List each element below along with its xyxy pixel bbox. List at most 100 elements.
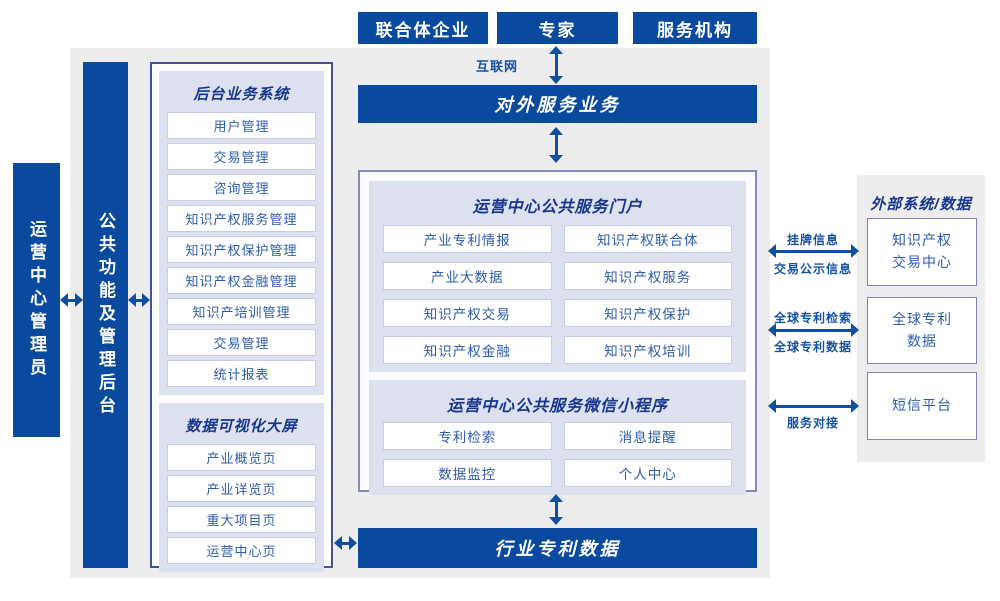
arrow-head-right — [349, 536, 357, 550]
arrow-head-right — [851, 323, 859, 337]
external-box-line: 短信平台 — [892, 397, 952, 414]
arrow-line — [339, 541, 352, 545]
actor-label: 专家 — [538, 20, 577, 40]
backend-item: 知识产权保护管理 — [167, 236, 316, 263]
arrow-head-right — [851, 244, 859, 258]
bar-label: 对外服务业务 — [494, 95, 621, 115]
portal-item: 知识产权交易 — [383, 299, 552, 327]
backend-item: 用户管理 — [167, 112, 316, 139]
miniprogram-item: 专利检索 — [383, 422, 552, 450]
industry-patent-data-bar: 行业专利数据 — [358, 528, 757, 568]
arrow-head-right — [851, 399, 859, 413]
backend-item: 交易管理 — [167, 143, 316, 170]
miniprogram-item: 个人中心 — [563, 459, 732, 487]
arrow-backend-to-panel — [128, 293, 150, 307]
external-box-line: 全球专利 — [892, 310, 952, 327]
portal-item: 知识产权金融 — [383, 336, 552, 364]
arrow-line — [65, 298, 78, 302]
external-systems-title: 外部系统/数据 — [870, 196, 972, 213]
bar-label: 运营中心管理员 — [27, 219, 46, 381]
actor-box-consortium: 联合体企业 — [358, 12, 488, 44]
arrow-internet — [549, 46, 563, 84]
data-viz-item: 重大项目页 — [167, 506, 316, 533]
miniprogram-item: 数据监控 — [383, 459, 552, 487]
arrow-head-down — [549, 76, 563, 84]
arrow-line — [554, 499, 558, 520]
arrow-head-up — [549, 494, 563, 502]
arrow-external-to-portal — [549, 127, 563, 163]
operation-admin-bar: 运营中心管理员 — [13, 163, 60, 437]
miniprogram-item: 消息提醒 — [563, 422, 732, 450]
arrow-head-left — [128, 293, 136, 307]
global-patent-search-label: 全球专利检索 — [773, 311, 852, 325]
global-patent-data-label: 全球专利数据 — [773, 340, 852, 354]
arrow-line — [554, 51, 558, 79]
arrow-head-left — [60, 293, 68, 307]
backend-system-title: 后台业务系统 — [193, 86, 290, 103]
arrow-line — [133, 298, 145, 302]
portal-panel: 运营中心公共服务门户 产业专利情报 知识产权联合体 产业大数据 知识产权服务 知… — [369, 181, 746, 372]
miniprogram-items: 专利检索 消息提醒 数据监控 个人中心 — [377, 422, 738, 487]
backend-item: 咨询管理 — [167, 174, 316, 201]
left-container: 后台业务系统 用户管理 交易管理 咨询管理 知识产权服务管理 知识产权保护管理 … — [150, 62, 333, 572]
portal-item: 知识产权保护 — [563, 299, 732, 327]
external-box-ip-trade-center: 知识产权 交易中心 — [867, 218, 977, 286]
actor-box-service-org: 服务机构 — [633, 12, 757, 44]
data-viz-item: 运营中心页 — [167, 537, 316, 564]
trade-publicity-label: 交易公示信息 — [773, 262, 852, 276]
portal-title: 运营中心公共服务门户 — [472, 199, 643, 216]
arrow-line — [773, 249, 854, 253]
arrow-head-left — [334, 536, 342, 550]
public-backend-bar: 公共功能及管理后台 — [83, 62, 128, 568]
arrow-service-connect — [768, 399, 859, 413]
arrow-head-down — [549, 155, 563, 163]
portal-item: 知识产权联合体 — [563, 225, 732, 253]
backend-item: 统计报表 — [167, 360, 316, 387]
actor-box-expert: 专家 — [497, 12, 618, 44]
arrow-dataviz-to-industry — [334, 536, 357, 550]
arrow-head-right — [75, 293, 83, 307]
portal-item: 知识产权培训 — [563, 336, 732, 364]
portal-item: 产业专利情报 — [383, 225, 552, 253]
data-viz-panel: 数据可视化大屏 产业概览页 产业详览页 重大项目页 运营中心页 — [159, 403, 324, 572]
bar-label: 行业专利数据 — [494, 539, 621, 559]
backend-system-items: 用户管理 交易管理 咨询管理 知识产权服务管理 知识产权保护管理 知识产权金融管… — [167, 112, 316, 387]
data-viz-item: 产业详览页 — [167, 475, 316, 502]
arrow-line — [773, 404, 854, 408]
external-box-line: 数据 — [907, 332, 937, 349]
actor-label: 服务机构 — [657, 20, 733, 40]
arrow-head-up — [549, 127, 563, 135]
arrow-listing — [768, 244, 859, 258]
portal-item: 产业大数据 — [383, 262, 552, 290]
backend-system-panel: 后台业务系统 用户管理 交易管理 咨询管理 知识产权服务管理 知识产权保护管理 … — [159, 71, 324, 395]
arrow-head-down — [549, 517, 563, 525]
arrow-portal-to-industry — [549, 494, 563, 525]
portal-item: 知识产权服务 — [563, 262, 732, 290]
backend-item: 知识产培训管理 — [167, 298, 316, 325]
internet-label: 互联网 — [475, 59, 518, 74]
arrow-global-patent — [768, 323, 859, 337]
actor-label: 联合体企业 — [375, 20, 471, 40]
data-viz-item: 产业概览页 — [167, 444, 316, 471]
arrow-head-left — [768, 323, 776, 337]
external-box-sms-platform: 短信平台 — [867, 372, 977, 440]
backend-item: 知识产权金融管理 — [167, 267, 316, 294]
arrow-head-left — [768, 399, 776, 413]
miniprogram-title: 运营中心公共服务微信小程序 — [446, 398, 668, 415]
center-container: 运营中心公共服务门户 产业专利情报 知识产权联合体 产业大数据 知识产权服务 知… — [358, 170, 757, 495]
arrow-line — [554, 132, 558, 158]
arrow-head-up — [549, 46, 563, 54]
listing-info-label: 挂牌信息 — [786, 233, 839, 247]
backend-item: 知识产权服务管理 — [167, 205, 316, 232]
data-viz-items: 产业概览页 产业详览页 重大项目页 运营中心页 — [167, 444, 316, 564]
external-box-line: 交易中心 — [892, 254, 952, 270]
arrow-head-right — [142, 293, 150, 307]
miniprogram-panel: 运营中心公共服务微信小程序 专利检索 消息提醒 数据监控 个人中心 — [369, 380, 746, 495]
service-connect-label: 服务对接 — [786, 416, 839, 430]
data-viz-title: 数据可视化大屏 — [185, 418, 298, 435]
bar-label: 公共功能及管理后台 — [96, 211, 115, 419]
external-box-line: 知识产权 — [892, 232, 952, 249]
backend-item: 交易管理 — [167, 329, 316, 356]
arrow-line — [773, 328, 854, 332]
